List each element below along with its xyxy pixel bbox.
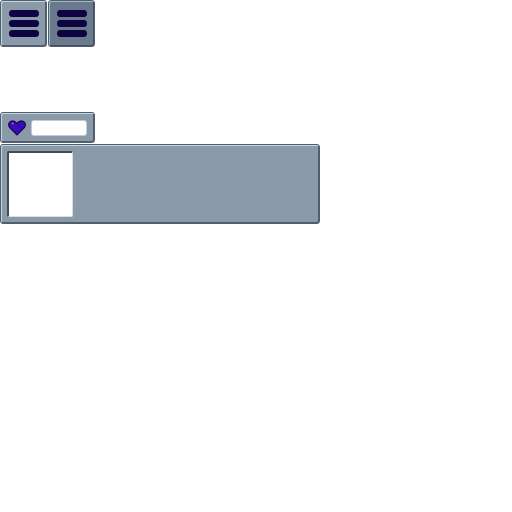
hamburger-menu-icon-bar (56, 20, 87, 27)
heart-icon (8, 120, 26, 136)
hamburger-menu-icon-bar (8, 30, 39, 37)
portrait-slot[interactable] (7, 151, 73, 217)
hamburger-menu-icon-bar (8, 20, 39, 27)
menu-button[interactable] (0, 0, 47, 47)
hamburger-menu-icon-bar (56, 30, 87, 37)
character-panel (0, 144, 320, 224)
health-stat-bar (0, 112, 95, 143)
health-value-field (31, 120, 87, 136)
hamburger-menu-icon-bar (8, 10, 39, 17)
hamburger-menu-icon-bar (56, 10, 87, 17)
menu-button-pressed[interactable] (48, 0, 95, 47)
